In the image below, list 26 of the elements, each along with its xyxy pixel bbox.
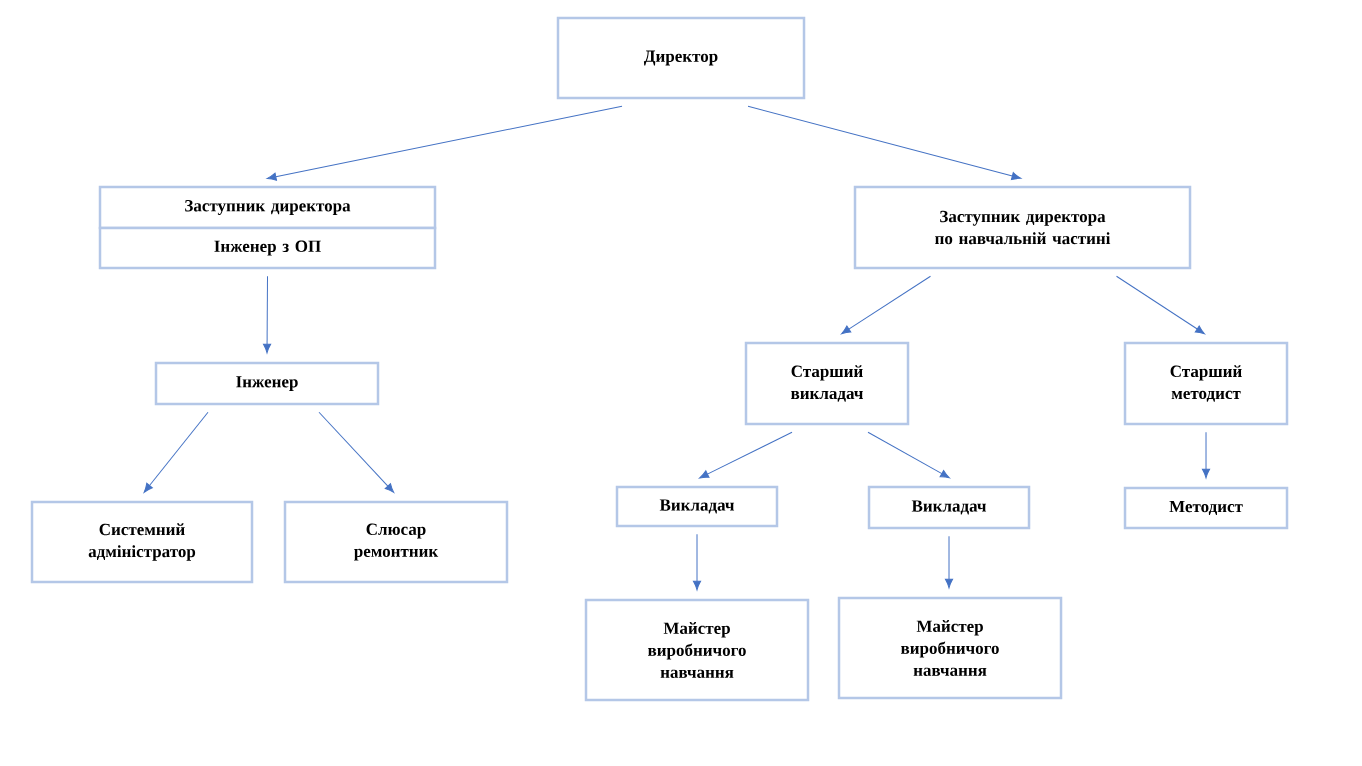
position-box: Системний адміністратор [30,500,254,584]
position-box: Викладач [867,485,1031,530]
position-box: Старший викладач [744,341,910,426]
arrow [318,411,395,493]
arrow [1201,431,1211,479]
position-box: Викладач [615,485,779,528]
arrow [266,105,623,181]
position-box: Слюсар ремонтник [283,500,509,584]
arrow [692,533,702,591]
position-box: Майстер виробничого навчання [837,596,1063,700]
arrow [747,105,1022,181]
position-box: Старший методист [1123,341,1289,426]
position-box: Директор [556,16,806,100]
arrow [841,275,931,335]
arrow [143,411,209,493]
position-box: Заступник директора по навчальній частині [853,185,1192,270]
position-box: Інженер [154,361,380,406]
position-box: Інженер з ОП [98,226,437,270]
arrow [944,535,954,589]
position-box: Заступник директора [98,185,437,230]
arrow [699,431,793,479]
arrow [263,275,272,354]
arrow [1116,275,1205,335]
position-box: Методист [1123,486,1289,530]
position-box: Майстер виробничого навчання [584,598,810,702]
arrow [867,431,950,479]
